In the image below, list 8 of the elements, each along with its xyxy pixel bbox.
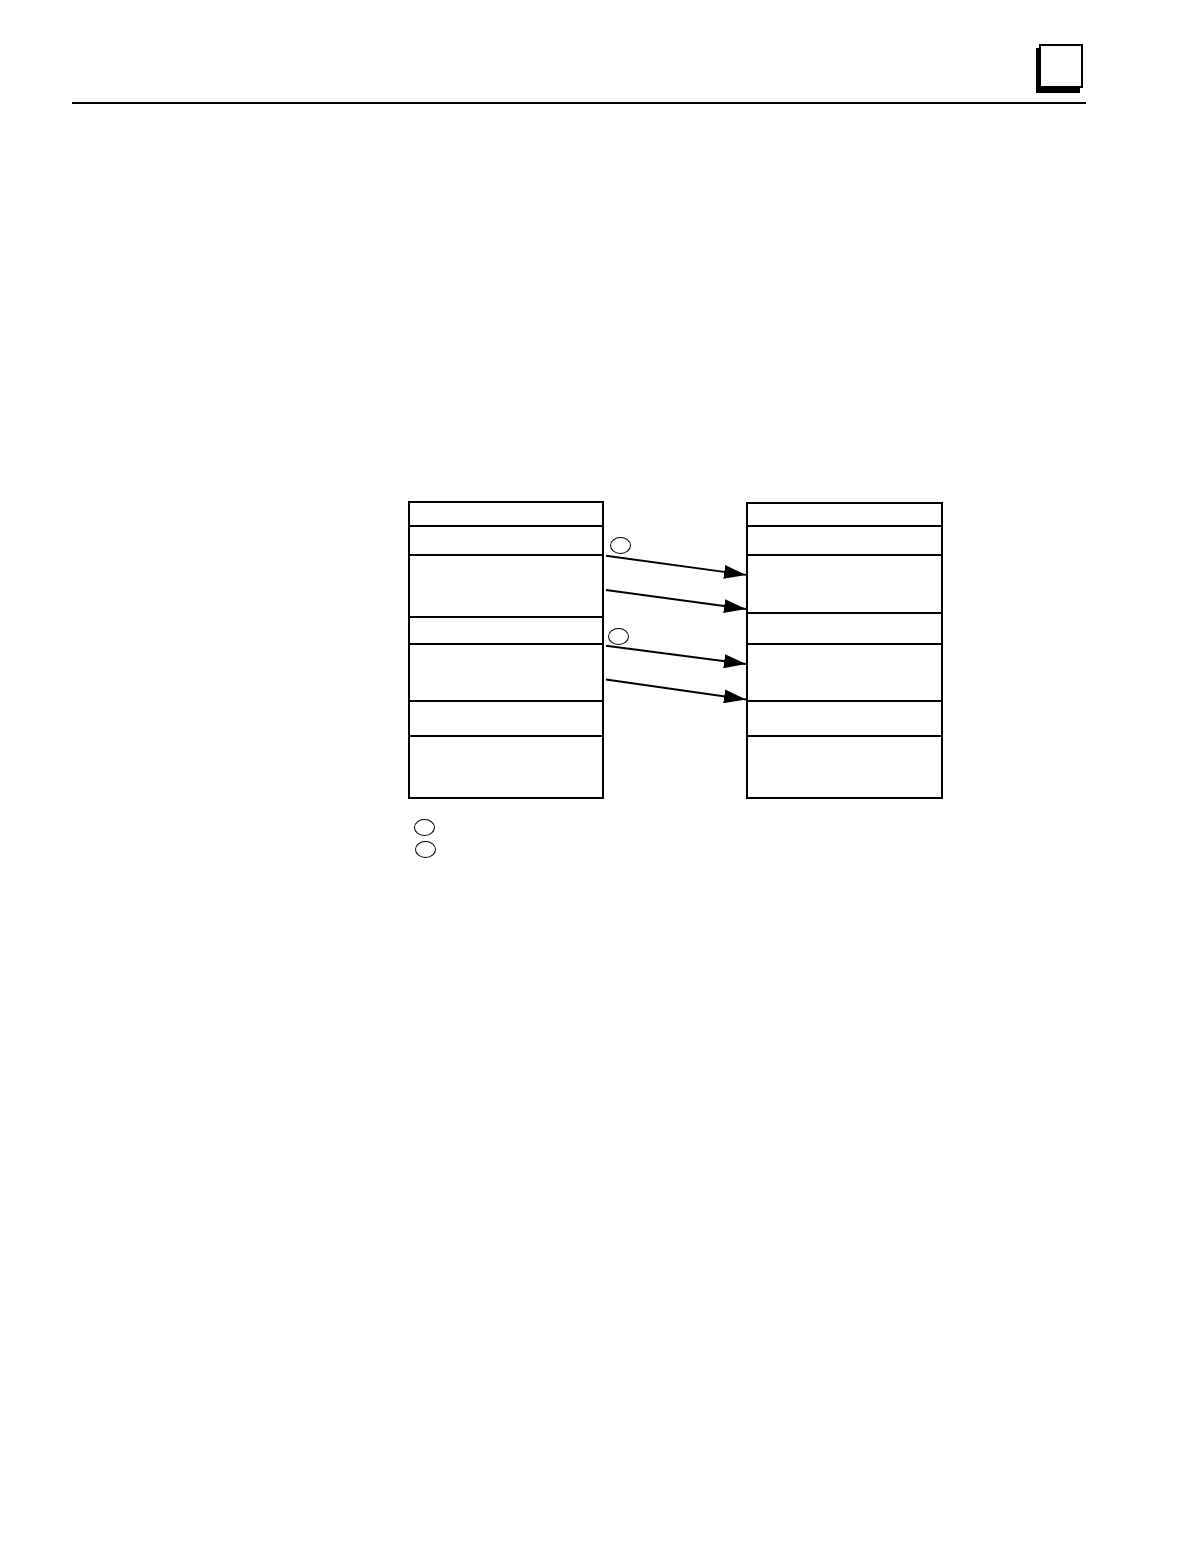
table-row: [408, 735, 604, 799]
row-table: [746, 502, 943, 799]
arrow: [605, 554, 747, 579]
arrow: [605, 644, 747, 669]
arrow: [605, 678, 747, 704]
row-table: [408, 501, 604, 799]
arrow: [605, 588, 747, 614]
table-row: [746, 735, 943, 799]
